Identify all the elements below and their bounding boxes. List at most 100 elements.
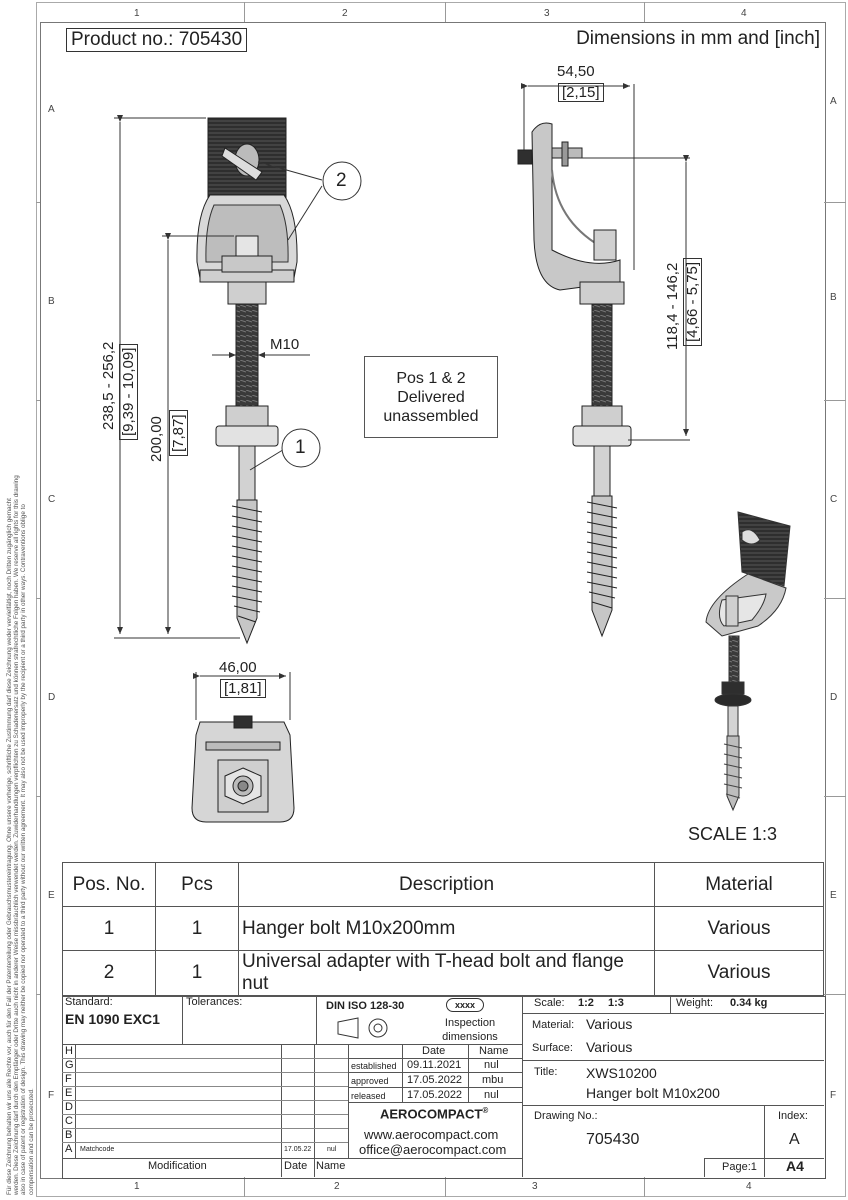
surface-label: Surface: <box>532 1042 573 1054</box>
index-value: A <box>789 1131 800 1148</box>
description: Universal adapter with T-head bolt and f… <box>238 950 655 996</box>
parts-list: Pos. No. Pcs Description Material 1 1 Ha… <box>62 862 824 996</box>
approval-name: mbu <box>482 1074 504 1086</box>
callout-1-label: 1 <box>295 437 306 458</box>
title-label: Title: <box>534 1066 558 1078</box>
inspection-badge: xxxx <box>446 998 485 1012</box>
matchcode-label: Matchcode <box>80 1146 115 1153</box>
zone-col-4-top: 4 <box>741 8 747 19</box>
approval-date: 17.05.2022 <box>407 1074 463 1086</box>
index-label: Index: <box>778 1110 808 1122</box>
zone-col-1-top: 1 <box>134 8 140 19</box>
side-view <box>517 122 632 638</box>
weight-value: 0.34 kg <box>730 997 768 1009</box>
title-line-2: Hanger bolt M10x200 <box>586 1085 720 1101</box>
outer-border <box>36 2 846 1197</box>
callout-2-label: 2 <box>336 170 347 191</box>
header-pcs: Pcs <box>155 862 239 907</box>
description: Hanger bolt M10x200mm <box>238 906 655 951</box>
material-label: Material: <box>532 1019 575 1031</box>
range-inch-value: [4,66 - 5,75] <box>683 257 702 346</box>
width-dimension: 54,50 <box>557 63 595 80</box>
approvals-date-header: Date <box>422 1045 446 1057</box>
scale-value-1: 1:2 <box>578 997 594 1009</box>
company-email[interactable]: office@aerocompact.com <box>359 1142 507 1157</box>
weight-label: Weight: <box>676 997 714 1009</box>
revision-name-header: Name <box>316 1160 346 1172</box>
approval-date: 17.05.2022 <box>407 1089 463 1101</box>
revision-letter: A <box>65 1143 73 1155</box>
isometric-view <box>705 511 791 812</box>
registered-mark: ® <box>482 1106 489 1115</box>
front-view <box>196 117 298 645</box>
company-name: AEROCOMPACT® <box>380 1106 488 1121</box>
zone-col-3-bottom: 3 <box>532 1181 538 1192</box>
surface-value: Various <box>586 1039 633 1055</box>
zone-row-f-left: F <box>48 1090 55 1101</box>
approval-role: released <box>351 1091 386 1101</box>
header-pos-no: Pos. No. <box>62 862 156 907</box>
zone-row-d-left: D <box>48 692 56 703</box>
base-width-inch-value: [1,81] <box>220 679 266 698</box>
approval-role: approved <box>351 1076 389 1086</box>
pcs: 1 <box>155 906 239 951</box>
overall-length-dimension: 238,5 - 256,2 <box>100 341 117 430</box>
zone-col-2-top: 2 <box>342 8 348 19</box>
width-inch-value: [2,15] <box>558 83 604 102</box>
table-row: 1 1 Hanger bolt M10x200mm Various <box>62 906 824 951</box>
base-width-dimension: 46,00 <box>219 659 257 676</box>
bolt-length-dimension: 200,00 <box>148 416 165 462</box>
range-inch: [4,66 - 5,75] <box>683 257 702 346</box>
bolt-length-inch-value: [7,87] <box>169 410 188 456</box>
zone-row-a-right: A <box>830 96 837 107</box>
dimensions-unit: Dimensions in mm and [inch] <box>576 28 820 49</box>
scale-label: Scale: <box>534 997 565 1009</box>
overall-length-inch: [9,39 - 10,09] <box>119 343 138 440</box>
standard-value: EN 1090 EXC1 <box>65 1011 160 1027</box>
zone-row-e-left: E <box>48 890 55 901</box>
callout-2 <box>322 161 362 201</box>
table-row: 2 1 Universal adapter with T-head bolt a… <box>62 950 824 996</box>
pos-no: 2 <box>62 950 156 996</box>
base-width-inch: [1,81] <box>220 679 266 698</box>
zone-row-c-right: C <box>830 494 838 505</box>
revision-a-date: 17.05.22 <box>284 1146 312 1153</box>
approval-name: nul <box>484 1089 499 1101</box>
drawing-no-label: Drawing No.: <box>534 1110 598 1122</box>
assembly-note-line-3: unassembled <box>383 408 479 425</box>
assembly-note: Pos 1 & 2 Delivered unassembled <box>364 356 498 438</box>
modification-label: Modification <box>148 1160 207 1172</box>
revision-letter: F <box>65 1073 72 1085</box>
zone-col-1-bottom: 1 <box>134 1181 140 1192</box>
inspection-label: Inspection dimensions <box>442 1017 498 1043</box>
revision-letter: E <box>65 1087 73 1099</box>
revision-date-header: Date <box>284 1160 308 1172</box>
product-number: Product no.: 705430 <box>66 28 248 52</box>
scale-value-2: 1:3 <box>608 997 624 1009</box>
pcs: 1 <box>155 950 239 996</box>
material: Various <box>654 950 824 996</box>
revision-letter: H <box>65 1045 73 1057</box>
title-line-1: XWS10200 <box>586 1065 657 1081</box>
parts-list-header: Pos. No. Pcs Description Material <box>62 862 824 907</box>
company-website[interactable]: www.aerocompact.com <box>364 1127 499 1142</box>
drawing-no: 705430 <box>586 1131 640 1148</box>
zone-row-c-left: C <box>48 494 56 505</box>
header-material: Material <box>654 862 824 907</box>
zone-col-4-bottom: 4 <box>746 1181 752 1192</box>
pos-no: 1 <box>62 906 156 951</box>
zone-row-e-right: E <box>830 890 837 901</box>
approval-name: nul <box>484 1059 499 1071</box>
zone-row-b-right: B <box>830 292 837 303</box>
page-label: Page:1 <box>722 1161 757 1173</box>
range-dimension: 118,4 - 146,2 <box>664 262 681 350</box>
thread-size: M10 <box>270 336 300 353</box>
bottom-view <box>191 715 295 823</box>
assembly-note-line-1: Pos 1 & 2 <box>396 370 466 387</box>
zone-col-2-bottom: 2 <box>334 1181 340 1192</box>
revision-letter: D <box>65 1101 73 1113</box>
material-value: Various <box>586 1016 633 1032</box>
din-standard: DIN ISO 128-30 <box>326 1000 405 1012</box>
approval-role: established <box>351 1061 397 1071</box>
